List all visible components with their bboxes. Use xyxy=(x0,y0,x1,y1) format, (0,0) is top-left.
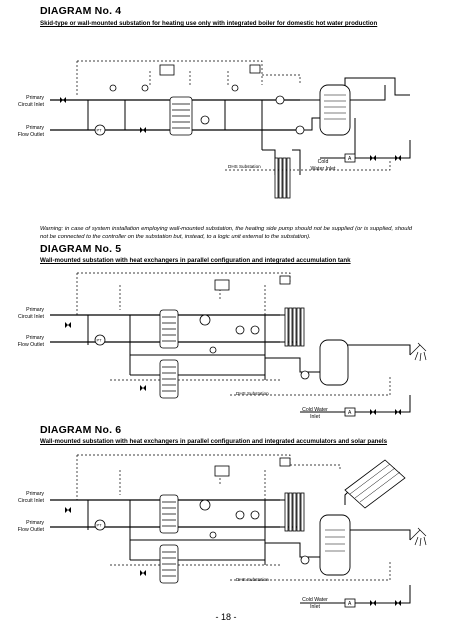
diagram-4-primary-outlet-label: Primary Flow Outlet xyxy=(17,125,44,138)
diagram-6-heat-exchanger-upper xyxy=(159,494,179,534)
page-number: - 18 - xyxy=(215,612,237,622)
diagram-5-heat-exchanger-lower xyxy=(159,359,179,399)
diagram-6-radiator xyxy=(284,492,305,532)
diagram-5-controller xyxy=(214,275,291,291)
diagram-5-tank xyxy=(319,339,349,386)
diagram-4-cold-water-label: Cold Water Inlet xyxy=(310,159,336,172)
diagram-6-primary-outlet-label: Primary Flow Outlet xyxy=(17,520,44,533)
diagram-5-water-meter xyxy=(344,407,356,417)
diagram-6-subtitle: Wall-mounted substation with heat exchan… xyxy=(40,438,388,445)
diagram-6-shower-icon xyxy=(409,527,427,547)
diagram-6-pressure-gauge-pt: PT xyxy=(97,523,103,528)
diagram-5-water-meter-label: A xyxy=(348,410,352,416)
diagram-4-heat-exchanger xyxy=(169,96,193,136)
diagram-4-title: DIAGRAM No. 4 xyxy=(40,5,122,17)
diagram-4-subtitle: Skid-type or wall-mounted substation for… xyxy=(40,20,378,27)
diagram-5-shower-icon xyxy=(409,342,427,362)
diagram-4-water-meter-label: A xyxy=(348,156,352,162)
diagram-5-primary-inlet-label: Primary Circuit Inlet xyxy=(18,307,44,320)
diagram-6-dhs-label: DHS Substation xyxy=(236,577,269,582)
diagram-5-subtitle: Wall-mounted substation with heat exchan… xyxy=(40,257,351,264)
diagram-5-title: DIAGRAM No. 5 xyxy=(40,243,122,255)
diagram-6-cold-water-label: Cold Water Inlet xyxy=(302,597,328,610)
diagram-4-valves xyxy=(60,97,401,161)
diagram-5-dhs-label: DHS Substation xyxy=(236,391,269,396)
diagram-4-gauges xyxy=(94,84,305,136)
diagram-6-gauges xyxy=(94,499,310,565)
diagram-4-pressure-gauge-pt: PT xyxy=(97,128,103,133)
diagram-6-water-meter xyxy=(344,598,356,608)
diagram-6-tank xyxy=(319,514,351,576)
diagram-5-valves xyxy=(65,322,401,415)
diagram-4-primary-inlet-label: Primary Circuit Inlet xyxy=(18,95,44,108)
diagram-5-primary-outlet-label: Primary Flow Outlet xyxy=(17,335,44,348)
diagram-6-primary-inlet-label: Primary Circuit Inlet xyxy=(18,491,44,504)
diagram-5-heat-exchanger-upper xyxy=(159,309,179,349)
diagram-6-heat-exchanger-lower xyxy=(159,544,179,584)
diagram-4-boiler xyxy=(319,84,351,136)
diagram-4-controller xyxy=(159,64,261,76)
diagram-4-water-meter xyxy=(344,153,356,163)
diagram-6-water-meter-label: A xyxy=(348,601,352,607)
diagram-4-dhs-label: DHS Substation xyxy=(228,164,261,169)
diagram-6-valves xyxy=(65,507,401,606)
diagram-6-title: DIAGRAM No. 6 xyxy=(40,424,122,436)
diagram-5-cold-water-label: Cold Water Inlet xyxy=(302,407,328,420)
warning-note: Warning: in case of system installation … xyxy=(40,226,412,240)
diagram-6-controller xyxy=(214,457,291,477)
diagram-4-radiator xyxy=(274,157,291,199)
diagram-5-radiator xyxy=(284,307,305,347)
diagram-5-gauges xyxy=(94,314,310,380)
diagram-6-solar-panel xyxy=(344,459,406,509)
diagram-5-pressure-gauge-pt: PT xyxy=(97,338,103,343)
